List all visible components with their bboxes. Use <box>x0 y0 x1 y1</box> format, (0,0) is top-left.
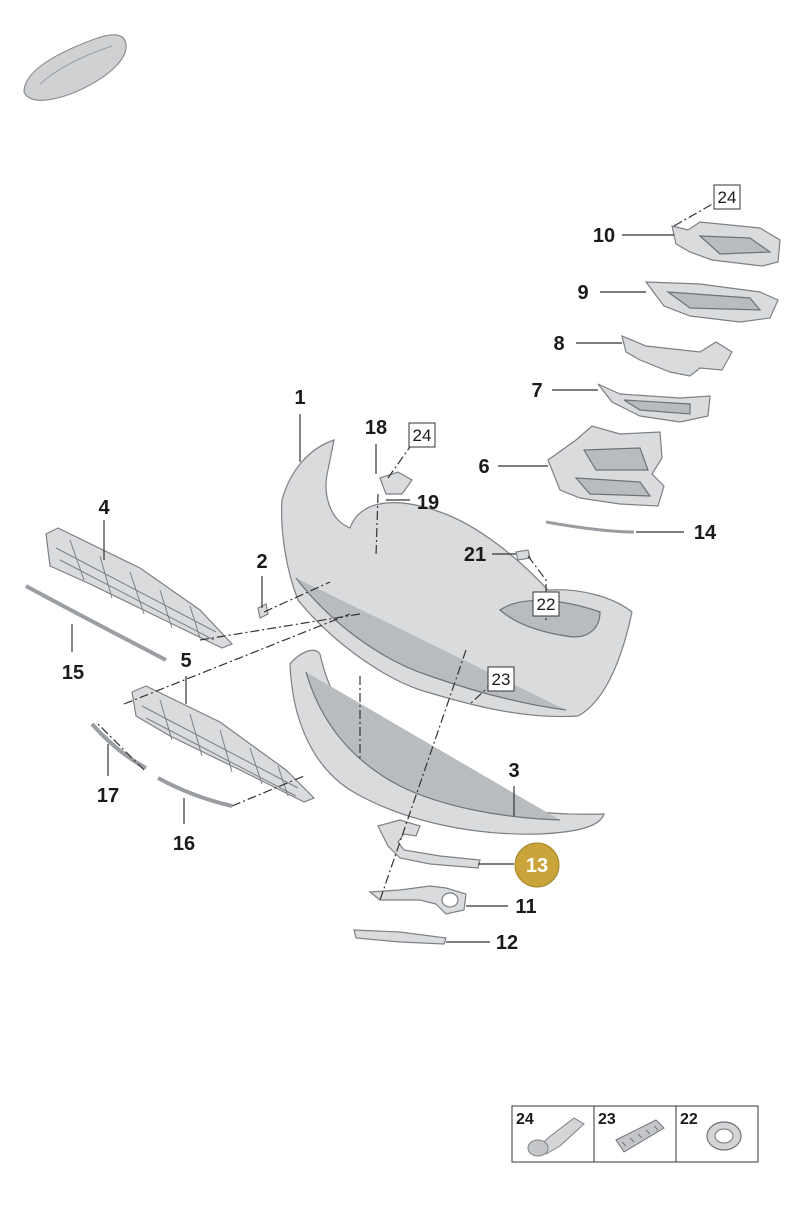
callout-5[interactable]: 5 <box>180 650 191 672</box>
callout-10[interactable]: 10 <box>593 225 615 247</box>
part-9-grille-insert <box>644 281 779 323</box>
part-14-strip <box>545 520 635 534</box>
legend-item-23[interactable]: 23 <box>598 1111 665 1153</box>
part-18-bracket <box>379 471 413 495</box>
callout-8[interactable]: 8 <box>553 333 564 355</box>
part-16-strip <box>157 776 233 808</box>
part-21-clip <box>515 549 531 561</box>
boxed-ref-24-top-label: 24 <box>718 188 737 207</box>
boxed-ref-22-label: 22 <box>537 595 556 614</box>
part-7-frame <box>597 383 711 423</box>
part-4-grille <box>45 527 234 649</box>
callout-17[interactable]: 17 <box>97 785 119 807</box>
boxed-ref-24-mid-label: 24 <box>413 426 432 445</box>
callout-6[interactable]: 6 <box>478 456 489 478</box>
boxed-ref-24-mid[interactable]: 24 <box>408 422 436 448</box>
boxed-ref-23-label: 23 <box>492 670 511 689</box>
clip-icon <box>615 1119 665 1153</box>
callout-16[interactable]: 16 <box>173 833 195 855</box>
part-8-frame <box>621 334 733 377</box>
legend-label-22: 22 <box>680 1111 698 1128</box>
callout-1[interactable]: 1 <box>294 387 305 409</box>
part-12-trim <box>353 929 447 945</box>
boxed-ref-24-top[interactable]: 24 <box>713 184 741 210</box>
legend-item-22[interactable]: 22 <box>680 1111 742 1151</box>
car-thumbnail-icon <box>23 34 127 101</box>
legend: 24 23 22 <box>511 1105 759 1163</box>
callout-4[interactable]: 4 <box>98 497 110 519</box>
part-6-carrier <box>547 425 665 507</box>
callout-12[interactable]: 12 <box>496 932 518 954</box>
ring-icon <box>706 1121 742 1151</box>
callout-15[interactable]: 15 <box>62 662 84 684</box>
bolt-icon <box>527 1117 585 1157</box>
boxed-refs: 24 24 22 23 <box>408 184 741 692</box>
callout-3[interactable]: 3 <box>508 760 519 782</box>
legend-label-24: 24 <box>516 1111 534 1128</box>
callout-19[interactable]: 19 <box>417 492 439 514</box>
callout-2[interactable]: 2 <box>256 551 267 573</box>
part-2-fastener <box>257 603 269 619</box>
boxed-ref-23[interactable]: 23 <box>487 666 515 692</box>
callout-7[interactable]: 7 <box>531 380 542 402</box>
boxed-ref-22[interactable]: 22 <box>532 591 560 617</box>
leader-lines <box>71 234 684 943</box>
highlight-circle <box>514 842 560 888</box>
part-3-spoiler <box>289 649 605 835</box>
part-11-trim <box>368 885 467 915</box>
callout-13-highlight[interactable]: 13 <box>514 842 560 888</box>
callout-14[interactable]: 14 <box>694 522 717 544</box>
callout-11[interactable]: 11 <box>515 896 536 918</box>
callout-21[interactable]: 21 <box>464 544 486 566</box>
callouts: 10 9 8 7 6 14 1 18 19 2 21 4 15 5 17 16 … <box>62 225 717 954</box>
legend-label-23: 23 <box>598 1111 616 1128</box>
callout-18[interactable]: 18 <box>365 417 387 439</box>
part-10-grille-bracket <box>671 221 781 267</box>
part-15-strip <box>25 584 167 662</box>
legend-item-24[interactable]: 24 <box>516 1111 585 1157</box>
callout-13[interactable]: 13 <box>526 855 548 877</box>
part-5-grille <box>131 685 316 803</box>
part-17-strip <box>90 722 147 770</box>
callout-9[interactable]: 9 <box>577 282 588 304</box>
